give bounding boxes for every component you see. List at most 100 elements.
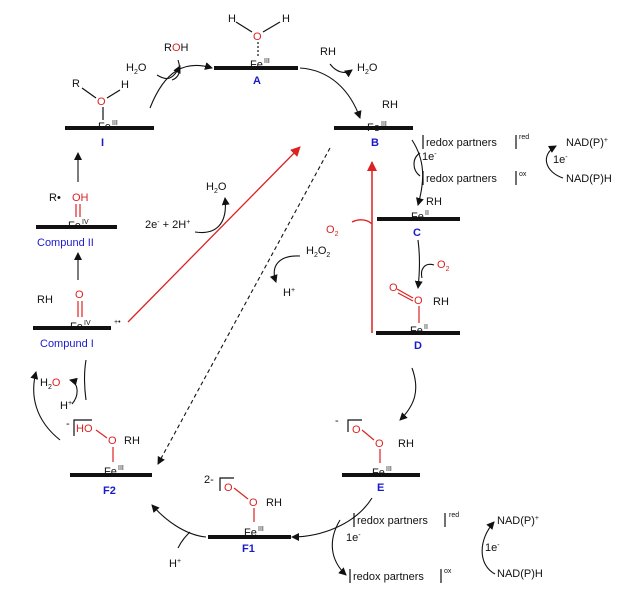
reagent-labels: ROH H2O RH H2O redox partners red 1e- re…	[40, 42, 612, 583]
species-D: O O RH Fe II D	[376, 282, 460, 352]
arrow-I-to-A	[149, 62, 213, 109]
B-ox: III	[381, 121, 387, 128]
I-O: O	[97, 96, 106, 108]
rh-in-label: RH	[320, 46, 336, 58]
species-E: - O O RH Fe III E	[335, 415, 420, 494]
F1-ox: III	[258, 526, 264, 533]
E-label: E	[377, 482, 384, 494]
nadp-top: NAD(P)+	[566, 137, 608, 149]
two-e-2h-label: 2e- + 2H+	[145, 219, 190, 231]
A-label: A	[253, 75, 261, 87]
h-plus-mid: H+	[283, 287, 295, 299]
nadph-top: NAD(P)H	[566, 173, 612, 185]
I-R: R	[72, 78, 80, 90]
redox-partners-ox-top: redox partners	[426, 173, 497, 185]
arrow-dashed-shunt	[157, 147, 331, 465]
CpdII-radical: R•	[49, 192, 61, 204]
D-label: D	[414, 340, 422, 352]
species-A: H H O Fe III A	[214, 13, 298, 87]
CpdI-ox: IV	[84, 320, 91, 327]
C-ox: II	[425, 210, 429, 217]
o2-out-label: O2	[326, 224, 339, 238]
arrow-h2o-in-top	[156, 65, 181, 80]
A-water-H-left: H	[228, 13, 236, 25]
redox-partners-red-top: redox partners	[426, 137, 497, 149]
arrow-h-in-bottom	[177, 531, 191, 549]
arrow-redox-bottom	[331, 519, 347, 576]
red-top: red	[519, 134, 529, 141]
F1-label: F1	[242, 543, 255, 555]
arrow-B-to-C	[411, 139, 424, 206]
D-O-proximal: O	[414, 295, 423, 307]
D-substrate: RH	[433, 296, 449, 308]
A-water-H-right: H	[282, 13, 290, 25]
C-label: C	[413, 227, 421, 239]
arrow-h2o2-shunt	[269, 255, 301, 283]
arrow-nadph-bottom	[481, 521, 496, 575]
arrow-F2-to-CpdI	[30, 371, 61, 441]
h2o-B-label: H2O	[357, 62, 378, 76]
h-plus-cpdI: H+	[60, 400, 72, 412]
h2o-cpdI-label: H2O	[40, 377, 61, 391]
arrow-h-in-cpdI	[83, 359, 87, 401]
arrow-h2o-out-cpdI	[69, 377, 78, 405]
arrow-o2-in	[420, 263, 435, 279]
I-H: H	[121, 79, 129, 91]
F1-O-proximal: O	[249, 497, 258, 509]
e1-top-left: 1e-	[422, 151, 437, 163]
species-compound-I: RH O Fe IV +• Compund I	[33, 289, 121, 350]
F2-charge: -	[66, 418, 70, 430]
nadp-bottom: NAD(P)+	[497, 515, 539, 527]
species-I: R O H Fe III I	[65, 78, 154, 149]
arrow-nadph-top	[545, 145, 564, 179]
roh-label: ROH	[164, 42, 189, 54]
I-label: I	[101, 137, 104, 149]
arrow-F1-to-F2	[151, 504, 207, 538]
arrow-C-to-D	[414, 239, 423, 289]
h2o-mid-label: H2O	[206, 181, 227, 195]
species-B: RH Fe III B	[334, 99, 413, 149]
red-arrow-CpdI-to-B	[127, 146, 301, 323]
C-substrate: RH	[426, 196, 442, 208]
F2-substrate: RH	[124, 435, 140, 447]
ox-bottom: ox	[444, 568, 452, 575]
F2-ox: III	[118, 465, 124, 472]
E-ox: III	[386, 466, 392, 473]
CpdII-ox: IV	[82, 219, 89, 226]
E-O-proximal: O	[375, 438, 384, 450]
F1-substrate: RH	[266, 497, 282, 509]
species-F2: - HO O RH Fe III F2	[66, 418, 152, 497]
e1-bottom-left: 1e-	[346, 532, 361, 544]
redox-partners-red-bottom: redox partners	[357, 515, 428, 527]
B-label: B	[371, 137, 379, 149]
h2o-top-label: H2O	[126, 62, 147, 76]
red-arrow-D-to-B-path	[351, 165, 373, 333]
species-compound-II: R• OH Fe IV Compund II	[36, 192, 117, 249]
ox-top: ox	[519, 171, 527, 178]
F2-label: F2	[103, 485, 116, 497]
red-arrows	[127, 146, 377, 333]
arrow-redox-top	[413, 152, 421, 177]
nadph-bottom: NAD(P)H	[497, 568, 543, 580]
CpdI-O: O	[75, 289, 84, 301]
roh-O: O	[172, 42, 181, 54]
A-water-O: O	[253, 31, 262, 43]
F2-HO: HO	[76, 423, 93, 435]
F1-charge: 2-	[204, 474, 214, 486]
arrow-D-to-E	[399, 367, 417, 421]
E-O-distal: O	[352, 424, 361, 436]
E-substrate: RH	[398, 438, 414, 450]
e1-top-right: 1e-	[553, 154, 568, 166]
redox-partners-ox-bottom: redox partners	[353, 571, 424, 583]
red-bottom: red	[449, 512, 459, 519]
h-plus-bottom: H+	[169, 558, 181, 570]
CpdI-substrate: RH	[37, 294, 53, 306]
E-charge: -	[335, 415, 339, 427]
A-ox: III	[264, 58, 270, 65]
CpdII-label: Compund II	[37, 237, 94, 249]
o2-in-label: O2	[437, 259, 450, 273]
I-ox: III	[112, 120, 118, 127]
cycle-arrows	[30, 59, 564, 576]
